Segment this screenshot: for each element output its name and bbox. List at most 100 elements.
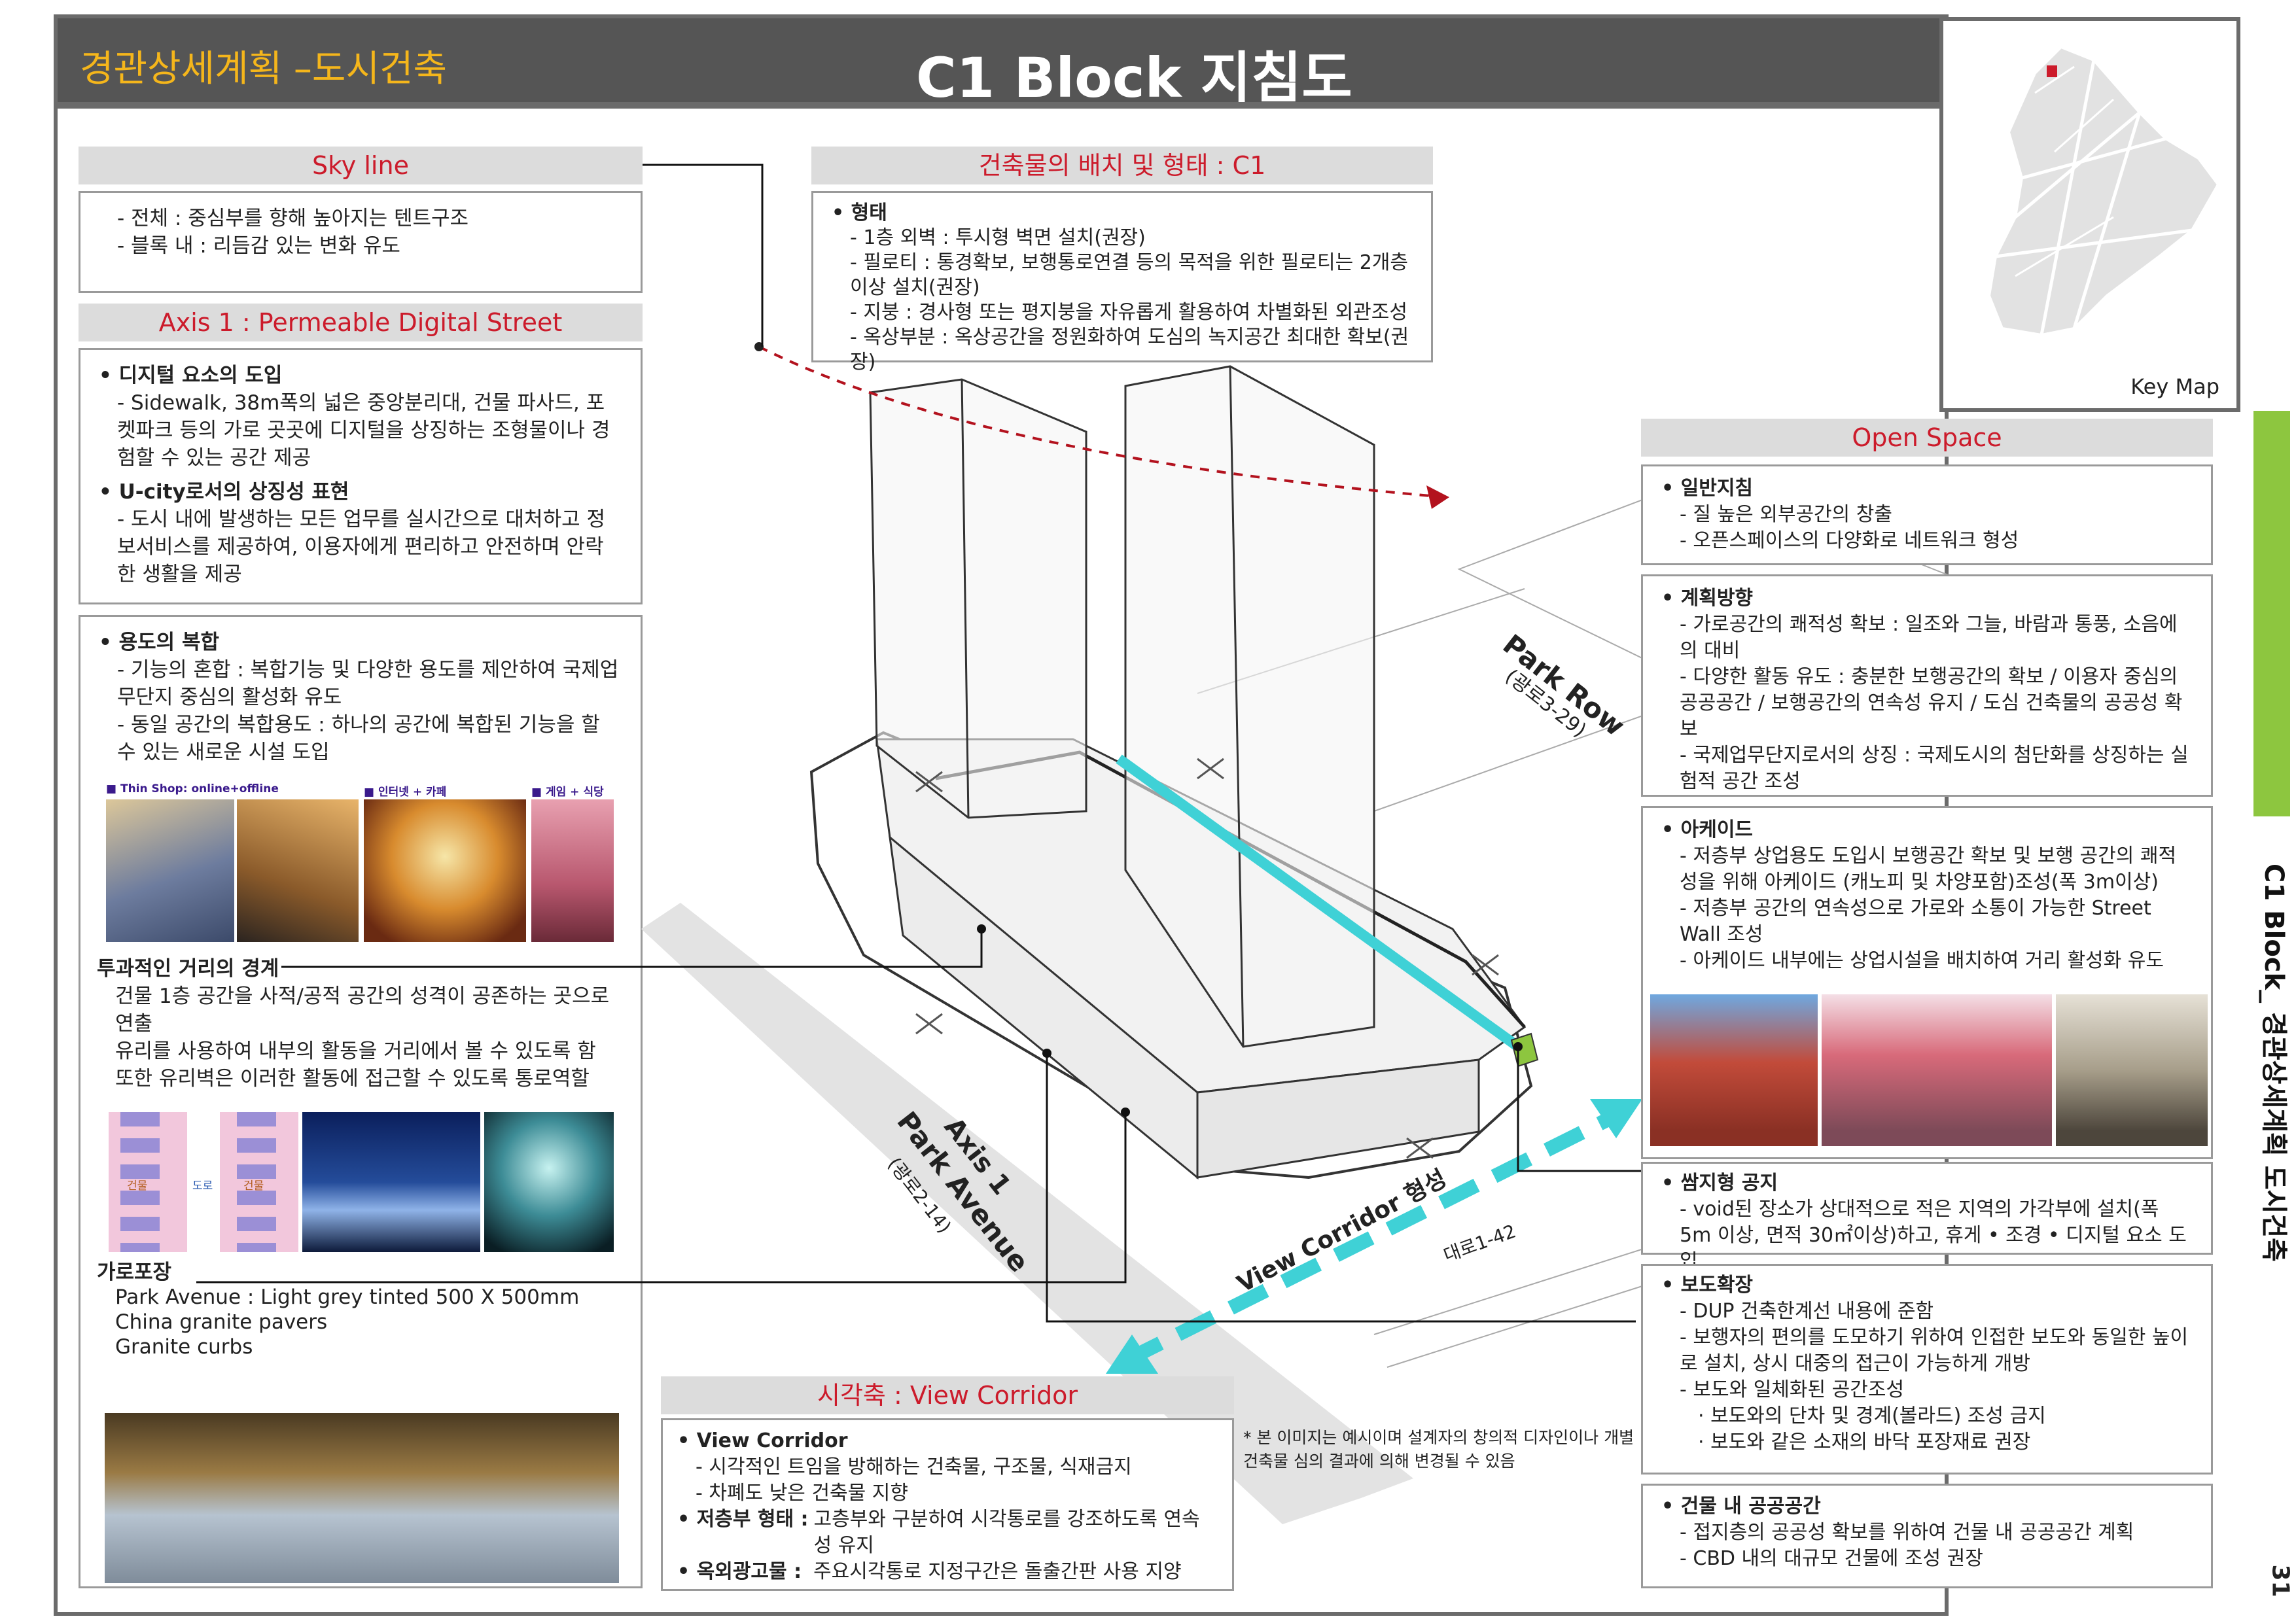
pocket-park-text: void된 장소가 상대적으로 적은 지역의 가각부에 설치(폭 5m 이상, …: [1661, 1196, 2193, 1275]
skyline-header: Sky line: [79, 147, 643, 184]
view-corridor-arrow: [1122, 1106, 1626, 1367]
sidewalk-text-1: DUP 건축한계선 내용에 준함: [1661, 1299, 2193, 1325]
disclaimer-note: * 본 이미지는 예시이며 설계자의 창의적 디자인이나 개별 건축물 심의 결…: [1243, 1428, 1634, 1471]
mixed-heading: 용도의 복합: [99, 629, 622, 656]
view-heading-ads: 옥외광고물 :: [677, 1559, 802, 1585]
building-item: 지붕 : 경사형 또는 평지붕을 자유롭게 활용하여 차별화된 외관조성: [832, 300, 1413, 325]
arcade-text-1: 저층부 상업용도 도입시 보행공간 확보 및 보행 공간의 쾌적성을 위해 아케…: [1661, 843, 2193, 896]
plan-text-2: 다양한 활동 유도 : 충분한 보행공간의 확보 / 이용자 중심의 공공공간 …: [1661, 664, 2193, 742]
sidewalk-text-5: 보도와 같은 소재의 바닥 포장재료 권장: [1661, 1429, 2193, 1456]
axis1-box: 디지털 요소의 도입 Sidewalk, 38m폭의 넓은 중앙분리대, 건물 …: [79, 348, 643, 604]
glass-atrium-photo: [484, 1112, 614, 1252]
paving-heading: 가로포장: [97, 1261, 172, 1284]
key-map-label: Key Map: [2130, 374, 2219, 399]
skyline-item: 전체 : 중심부를 향해 높아지는 텐트구조: [99, 205, 622, 232]
section-title: 경관상세계획 –도시건축: [80, 48, 448, 90]
internet-cafe-photo: [364, 799, 526, 942]
arcade-photo-3: [2056, 994, 2208, 1146]
transparent-text-2: 유리를 사용하여 내부의 활동을 거리에서 볼 수 있도록 함: [115, 1039, 596, 1063]
axis1-heading-ucity: U-city로서의 상징성 표현: [99, 478, 622, 506]
general-heading: 일반지침: [1661, 476, 2193, 502]
building-box: 형태 1층 외벽 : 투시형 벽면 설치(권장) 필로티 : 통경확보, 보행통…: [811, 191, 1433, 374]
game-restaurant-photo: [531, 799, 614, 942]
view-text-3: 고층부와 구분하여 시각통로를 강조하도록 연속성 유지: [813, 1508, 1200, 1557]
key-map-drawing: [1987, 45, 2220, 337]
skyline-box: 전체 : 중심부를 향해 높아지는 텐트구조 블록 내 : 리듬감 있는 변화 …: [79, 191, 643, 293]
key-map: Key Map: [1939, 17, 2240, 412]
glass-facade-photo: [302, 1112, 480, 1252]
view-heading-lower: 저층부 형태 :: [677, 1507, 809, 1559]
view-heading: View Corridor: [677, 1428, 1218, 1454]
pocket-park-heading: 쌈지형 공지: [1661, 1170, 2193, 1196]
transparent-heading: 투과적인 거리의 경계: [97, 957, 279, 981]
photo-tag-internet: ■ 인터넷 + 카페: [364, 786, 447, 799]
plan-direction-box: 계획방향 가로공간의 쾌적성 확보 : 일조와 그늘, 바람과 통풍, 소음에의…: [1641, 574, 2213, 797]
mixed-text-2: 동일 공간의 복합용도 : 하나의 공간에 복합된 기능을 할 수 있는 새로운…: [99, 711, 622, 766]
open-space-header: Open Space: [1641, 419, 2213, 457]
paving-text-2: Granite curbs: [115, 1335, 253, 1359]
thin-shop-photo-2: [237, 799, 359, 942]
skyline-arrow: [758, 345, 1447, 498]
diagram-label-building-right: 건물: [243, 1179, 264, 1193]
sidewalk-text-2: 보행자의 편의를 도모하기 위하여 인접한 보도와 동일한 높이로 설치, 상시…: [1661, 1325, 2193, 1377]
page-title: C1 Block 지침도: [916, 46, 1352, 110]
indoor-text-1: 접지층의 공공성 확보를 위하여 건물 내 공공공간 계획: [1661, 1520, 2193, 1546]
indoor-text-2: CBD 내의 대규모 건물에 조성 권장: [1661, 1546, 2193, 1572]
general-guide-box: 일반지침 질 높은 외부공간의 창출 오픈스페이스의 다양화로 네트워크 형성: [1641, 464, 2213, 565]
sidewalk-text-4: 보도와의 단차 및 경계(볼라드) 조성 금지: [1661, 1403, 2193, 1429]
skyline-item: 블록 내 : 리듬감 있는 변화 유도: [99, 232, 622, 260]
view-corridor-box: View Corridor 시각적인 트임을 방해하는 건축물, 구조물, 식재…: [661, 1418, 1234, 1591]
building-header: 건축물의 배치 및 형태 : C1: [811, 147, 1433, 184]
diagram-label-road: 도로: [192, 1179, 213, 1193]
photo-tag-game: ■ 게임 + 식당: [531, 786, 604, 799]
diagram-label-building-left: 건물: [127, 1179, 148, 1193]
building-item: 필로티 : 통경확보, 보행통로연결 등의 목적을 위한 필로티는 2개층 이상…: [832, 251, 1413, 300]
paving-section: 가로포장 Park Avenue : Light grey tinted 500…: [97, 1260, 633, 1359]
indoor-public-box: 건물 내 공공공간 접지층의 공공성 확보를 위하여 건물 내 공공공간 계획 …: [1641, 1484, 2213, 1588]
building-heading: 형태: [832, 201, 1413, 226]
indoor-heading: 건물 내 공공공간: [1661, 1493, 2193, 1520]
building-item: 옥상부분 : 옥상공간을 정원화하여 도심의 녹지공간 최대한 확보(권장): [832, 325, 1413, 375]
pocket-park-box: 쌈지형 공지 void된 장소가 상대적으로 적은 지역의 가각부에 설치(폭 …: [1641, 1162, 2213, 1273]
paving-text-1: Park Avenue : Light grey tinted 500 X 50…: [115, 1285, 580, 1334]
view-text-1: 시각적인 트임을 방해하는 건축물, 구조물, 식재금지: [677, 1454, 1218, 1480]
side-accent-bar: [2253, 411, 2290, 816]
transparent-street-section: 투과적인 거리의 경계 건물 1층 공간을 사적/공적 공간의 성격이 공존하는…: [97, 955, 633, 1092]
axis-line: [1116, 754, 1521, 1051]
building-item: 1층 외벽 : 투시형 벽면 설치(권장): [832, 226, 1413, 251]
sidewalk-heading: 보도확장: [1661, 1272, 2193, 1299]
title-bar: [58, 18, 1945, 102]
plan-text-3: 국제업무단지로서의 상징 : 국제도시의 첨단화를 상징하는 실험적 공간 조성: [1661, 742, 2193, 795]
plan-heading: 계획방향: [1661, 585, 2193, 612]
transparent-text-3: 또한 유리벽은 이러한 활동에 접근할 수 있도록 통로역할: [115, 1067, 590, 1091]
sidewalk-text-3: 보도와 일체화된 공간조성: [1661, 1377, 2193, 1403]
key-map-marker: [2047, 65, 2057, 77]
park-avenue-photo: [105, 1413, 619, 1583]
transparent-text-1: 건물 1층 공간을 사적/공적 공간의 성격이 공존하는 곳으로 연출: [115, 985, 610, 1036]
axis1-text-digital: Sidewalk, 38m폭의 넓은 중앙분리대, 건물 파사드, 포켓파크 등…: [99, 389, 622, 472]
arcade-photo-1: [1650, 994, 1818, 1146]
arcade-text-3: 아케이드 내부에는 상업시설을 배치하여 거리 활성화 유도: [1661, 948, 2193, 974]
mixed-text-1: 기능의 혼합 : 복합기능 및 다양한 용도를 제안하여 국제업무단지 중심의 …: [99, 656, 622, 711]
street-plan-diagram: 건물 도로 건물: [109, 1112, 298, 1252]
axis1-text-ucity: 도시 내에 발생하는 모든 업무를 실시간으로 대처하고 정보서비스를 제공하여…: [99, 506, 622, 588]
view-text-4: 주요시각통로 지정구간은 돌출간판 사용 지양: [813, 1560, 1182, 1583]
sidewalk-box: 보도확장 DUP 건축한계선 내용에 준함 보행자의 편의를 도모하기 위하여 …: [1641, 1264, 2213, 1475]
arcade-text-2: 저층부 공간의 연속성으로 가로와 소통이 가능한 Street Wall 조성: [1661, 896, 2193, 948]
general-text-2: 오픈스페이스의 다양화로 네트워크 형성: [1661, 528, 2193, 554]
plan-text-1: 가로공간의 쾌적성 확보 : 일조와 그늘, 바람과 통풍, 소음에의 대비: [1661, 612, 2193, 664]
arcade-heading: 아케이드: [1661, 817, 2193, 843]
park-avenue-road: [641, 903, 1413, 1524]
axis1-header: Axis 1 : Permeable Digital Street: [79, 304, 643, 341]
general-text-1: 질 높은 외부공간의 창출: [1661, 502, 2193, 528]
leader-lines: [196, 164, 1649, 1323]
thin-shop-photo: [106, 799, 234, 942]
arcade-photo-2: [1822, 994, 2052, 1146]
tower-west: [869, 378, 1087, 819]
axis1-heading-digital: 디지털 요소의 도입: [99, 362, 622, 389]
photo-tag-thinshop: ■ Thin Shop: online+offline: [106, 782, 279, 795]
view-text-2: 차폐도 낮은 건축물 지향: [677, 1480, 1218, 1507]
view-corridor-header: 시각축 : View Corridor: [661, 1376, 1234, 1414]
crossing-markers: [915, 758, 1499, 1159]
